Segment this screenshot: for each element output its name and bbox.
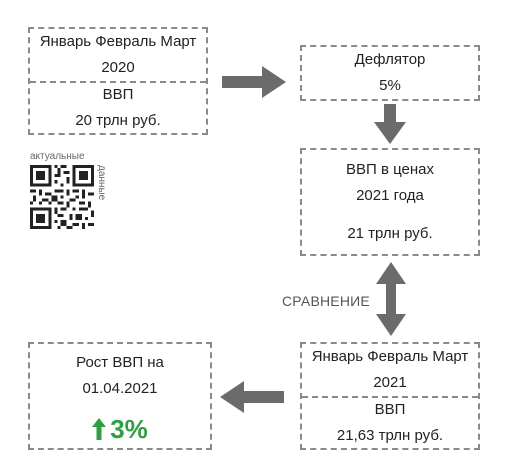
gdp-2021-divider [302,396,478,398]
deflator-value: 5% [379,77,401,94]
gdp-2020-period: Январь Февраль Март [39,33,197,50]
gdp-2021-prices-line1: ВВП в ценах [346,161,434,178]
growth-indicator: 3% [92,416,148,442]
gdp-2021-label: ВВП [374,401,406,418]
gdp-2021-year: 2021 [373,374,407,391]
arrow-updown-icon [376,262,406,336]
qr-code-icon[interactable] [30,165,94,229]
gdp-2020-value: 20 трлн руб. [75,112,161,129]
gdp-2021-header: Январь Февраль Март 2021 [302,344,478,396]
growth-box: Рост ВВП на 01.04.2021 3% [28,342,212,450]
gdp-2020-divider [30,81,206,83]
gdp-2021-prices-value: 21 трлн руб. [347,225,433,242]
gdp-2020-box: Январь Февраль Март 2020 ВВП 20 трлн руб… [28,27,208,135]
growth-line1: Рост ВВП на [76,354,164,371]
deflator-box: Дефлятор 5% [300,45,480,101]
qr-caption-top: актуальные [30,151,85,162]
deflator-label: Дефлятор [354,51,426,68]
qr-caption-side: данные [96,165,107,201]
arrow-down-icon [374,104,406,144]
gdp-2021-value: 21,63 трлн руб. [336,427,444,444]
growth-value: 3% [110,414,148,444]
gdp-2020-label: ВВП [102,86,134,103]
gdp-2021-box: Январь Февраль Март 2021 ВВП 21,63 трлн … [300,342,480,450]
gdp-2020-header: Январь Февраль Март 2020 [30,29,206,81]
arrow-up-icon [92,418,107,440]
gdp-2021-prices-line2: 2021 года [356,187,424,204]
gdp-2021-body: ВВП 21,63 трлн руб. [302,398,478,448]
gdp-2020-body: ВВП 20 трлн руб. [30,83,206,133]
qr-code-block: актуальные данные [30,151,110,235]
arrow-right-icon [222,66,286,98]
growth-line2: 01.04.2021 [82,380,158,397]
gdp-2020-year: 2020 [101,59,135,76]
gdp-2021-period: Январь Февраль Март [311,348,469,365]
gdp-2021-prices-box: ВВП в ценах 2021 года 21 трлн руб. [300,148,480,256]
arrow-left-icon [220,381,284,413]
comparison-label: СРАВНЕНИЕ [282,293,370,309]
